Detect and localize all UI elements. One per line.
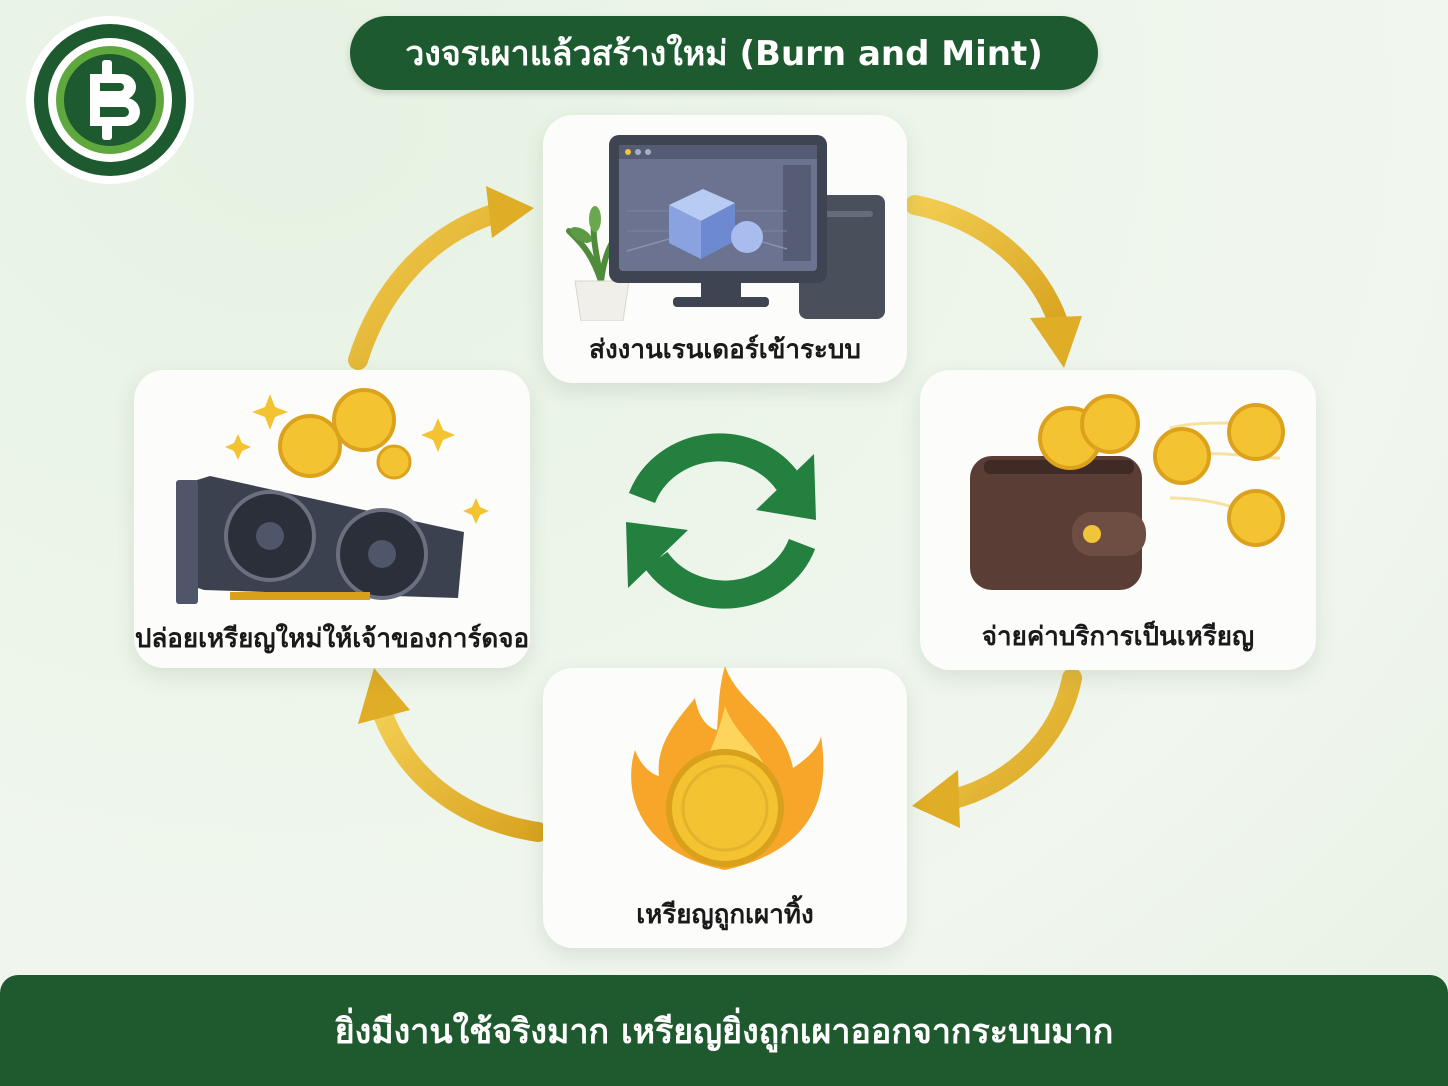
arrow-head-top-left	[486, 186, 534, 238]
baht-logo-icon	[26, 16, 194, 184]
logo	[24, 14, 196, 186]
wallet-coins-icon	[970, 394, 1285, 590]
step-label-render: ส่งงานเรนเดอร์เข้าระบบ	[589, 335, 861, 365]
gpu-coins-icon	[176, 388, 489, 604]
arrow-bottom-left	[372, 702, 548, 842]
step-label-pay: จ่ายค่าบริการเป็นเหรียญ	[981, 622, 1255, 652]
step-card-burn: เหรียญถูกเผาทิ้ง	[543, 666, 907, 948]
arrow-bottom-right	[940, 668, 1082, 810]
arrow-head-bottom-left	[358, 668, 410, 724]
arrow-head-top-right	[1030, 316, 1082, 368]
arrow-head-bottom-right	[912, 770, 960, 828]
page-title: วงจรเผาแล้วสร้างใหม่ (Burn and Mint)	[350, 16, 1098, 90]
footer-banner: ยิ่งมีงานใช้จริงมาก เหรียญยิ่งถูกเผาออกจ…	[0, 975, 1448, 1086]
burning-coin-icon	[631, 666, 824, 870]
step-card-pay: จ่ายค่าบริการเป็นเหรียญ	[920, 370, 1316, 670]
step-card-render: ส่งงานเรนเดอร์เข้าระบบ	[543, 115, 907, 383]
arrow-top-left	[348, 202, 510, 370]
step-label-mint: ปล่อยเหรียญใหม่ให้เจ้าของการ์ดจอ	[134, 624, 530, 654]
step-card-mint: ปล่อยเหรียญใหม่ให้เจ้าของการ์ดจอ	[134, 370, 530, 668]
computer-render-icon	[566, 135, 885, 321]
step-label-burn: เหรียญถูกเผาทิ้ง	[636, 900, 814, 930]
arrow-top-right	[905, 195, 1068, 332]
refresh-cycle-icon	[626, 433, 816, 609]
